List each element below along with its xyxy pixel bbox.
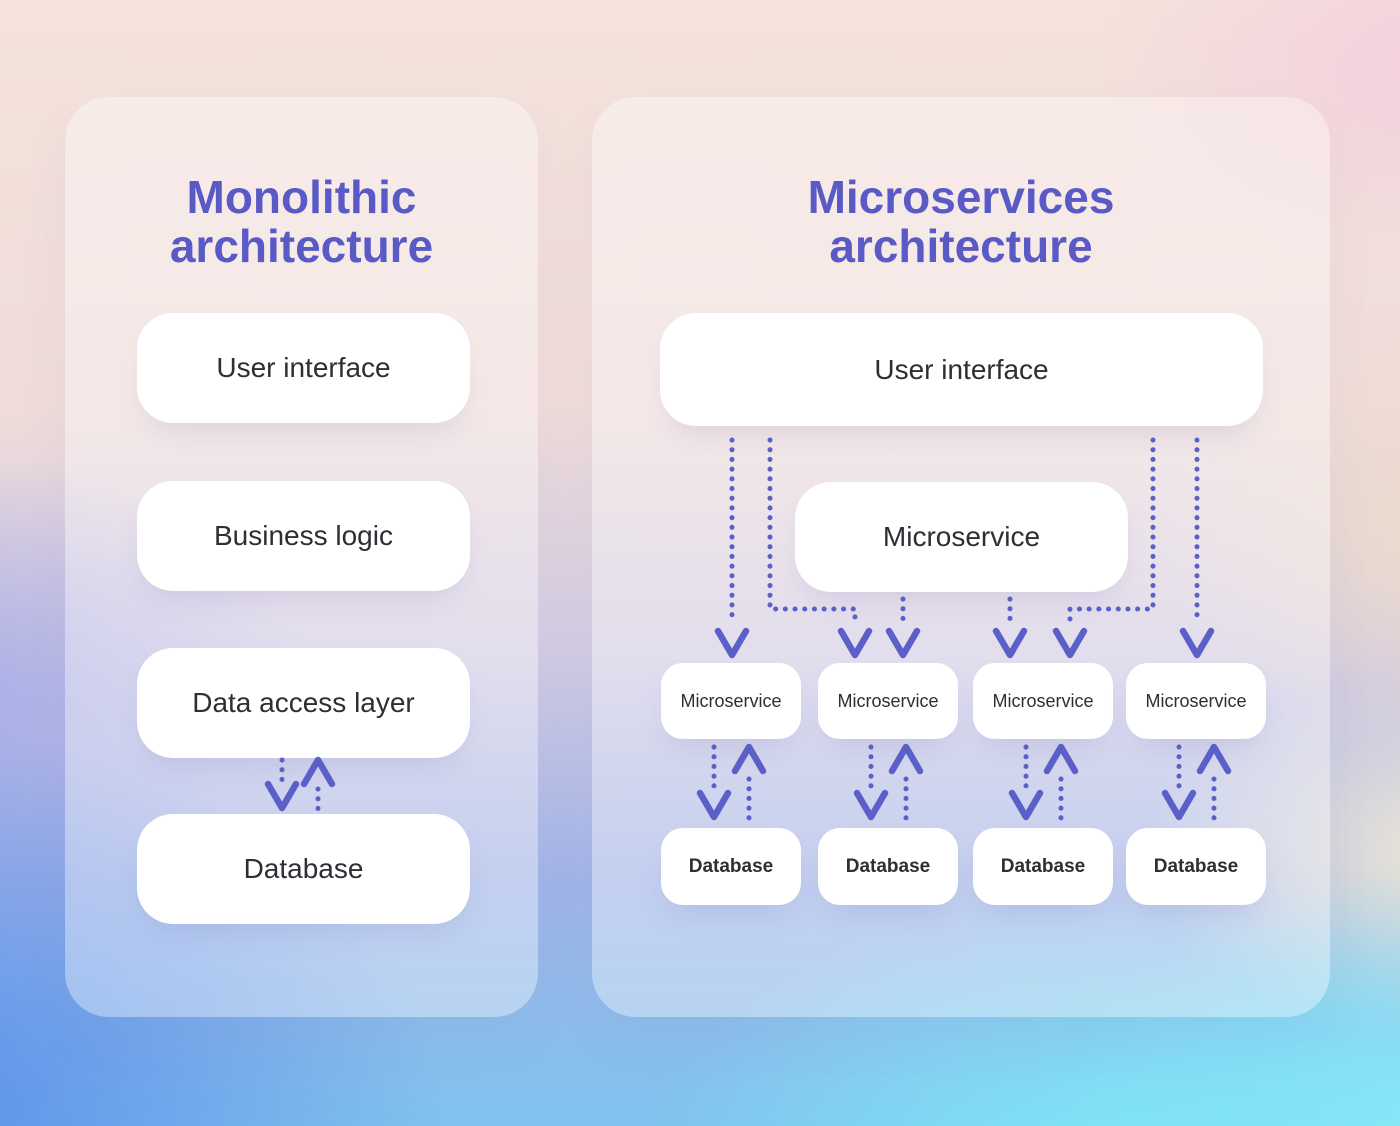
ui-to-service-1-arrowhead [714,627,750,659]
layer-box-database: Database [137,814,470,924]
database-label-3: Database [1000,855,1086,877]
monolithic-title-line2: architecture [169,220,434,272]
layer-box-user-interface: User interface [137,313,470,423]
service-box-3: Microservice [973,663,1113,739]
data-access-to-database-arrowhead [264,780,300,812]
database-1-to-service-1-arrowhead [731,743,767,775]
layer-label-business-logic: Business logic [214,520,393,551]
ui-to-service-2-arrowhead [837,627,873,659]
database-to-data-access-arrowhead [300,756,336,788]
main-to-service-2-arrowhead [885,627,921,659]
database-3-to-service-3-arrowhead [1043,743,1079,775]
database-label-1: Database [688,855,774,877]
ui-to-service-3-arrowhead [1052,627,1088,659]
database-2-to-service-2-arrowhead [888,743,924,775]
service-label-1: Microservice [680,690,782,711]
service-box-4: Microservice [1126,663,1266,739]
monolithic-title: Monolithic architecture [65,173,538,271]
service-2-to-database-2-arrowhead [853,789,889,821]
layer-label-user-interface: User interface [216,352,391,383]
microservices-title-line2: architecture [829,220,1093,272]
main-microservice-box: Microservice [795,482,1128,592]
main-microservice-label: Microservice [882,521,1041,552]
service-label-2: Microservice [837,690,939,711]
database-label-4: Database [1153,855,1239,877]
microservices-panel: Microservices architecture User interfac… [592,97,1330,1017]
service-box-2: Microservice [818,663,958,739]
service-4-to-database-4-arrowhead [1161,789,1197,821]
layer-box-business-logic: Business logic [137,481,470,591]
service-label-3: Microservice [992,690,1094,711]
database-box-2: Database [818,828,958,905]
ui-label: User interface [874,353,1049,385]
ui-to-service-4-arrowhead [1179,627,1215,659]
service-1-to-database-1-arrowhead [696,789,732,821]
microservices-title-line1: Microservices [807,171,1115,223]
layer-label-database: Database [243,853,364,884]
service-box-1: Microservice [661,663,801,739]
service-label-4: Microservice [1145,690,1247,711]
database-label-2: Database [845,855,931,877]
monolithic-panel: Monolithic architecture User interface B… [65,97,538,1017]
layer-box-data-access: Data access layer [137,648,470,758]
ui-box: User interface [660,313,1263,426]
monolithic-title-line1: Monolithic [186,171,417,223]
database-box-1: Database [661,828,801,905]
database-box-4: Database [1126,828,1266,905]
service-3-to-database-3-arrowhead [1008,789,1044,821]
database-box-3: Database [973,828,1113,905]
main-to-service-3-arrowhead [992,627,1028,659]
database-4-to-service-4-arrowhead [1196,743,1232,775]
microservices-title: Microservices architecture [592,173,1330,271]
layer-label-data-access: Data access layer [192,687,415,718]
